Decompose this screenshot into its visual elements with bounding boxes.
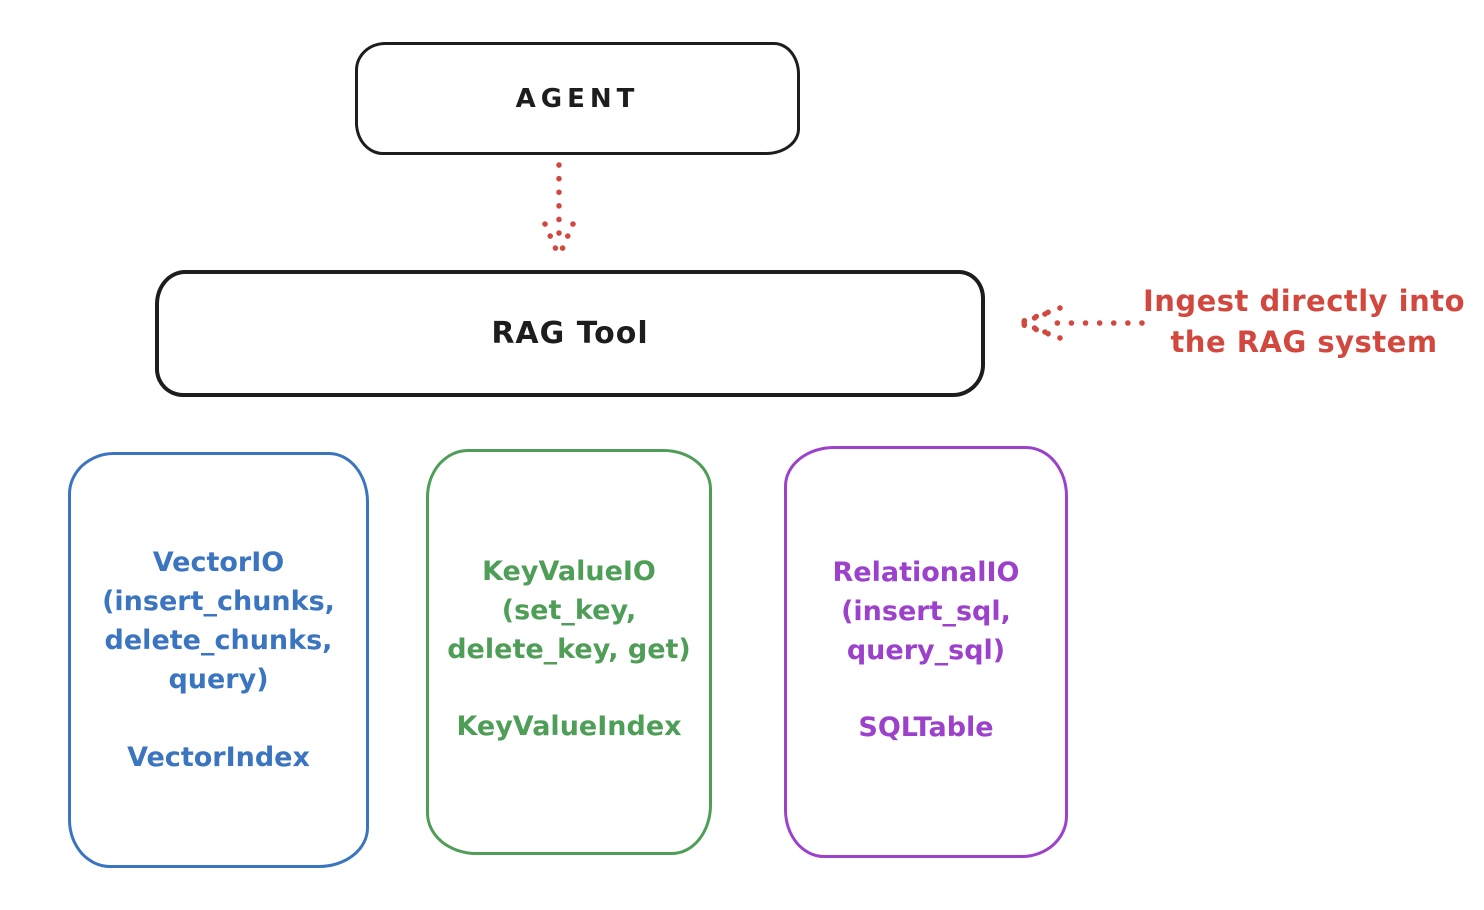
- ingest-annotation: Ingest directly into the RAG system: [1128, 281, 1480, 363]
- rag-tool-box: RAG Tool: [155, 270, 985, 397]
- backend-line: (insert_sql,: [841, 596, 1011, 627]
- backend-line: query): [168, 664, 269, 695]
- backend-line: (set_key,: [501, 595, 637, 626]
- relational-io-box: RelationalIO (insert_sql, query_sql) SQL…: [784, 446, 1068, 858]
- backend-line: query_sql): [846, 635, 1006, 666]
- agent-to-rag-arrow-icon: [542, 162, 576, 257]
- vector-io-box: VectorIO (insert_chunks, delete_chunks, …: [68, 452, 369, 868]
- rag-tool-label: RAG Tool: [491, 316, 649, 351]
- backend-line: (insert_chunks,: [102, 586, 335, 617]
- backend-line: delete_chunks,: [104, 625, 333, 656]
- relational-io-signature: RelationalIO (insert_sql, query_sql): [833, 553, 1020, 670]
- backend-line: delete_key, get): [447, 634, 691, 665]
- backend-line: KeyValueIO: [482, 556, 656, 587]
- ingest-arrow-icon: [1018, 305, 1145, 341]
- keyvalue-io-box: KeyValueIO (set_key, delete_key, get) Ke…: [426, 449, 712, 855]
- backend-line: RelationalIO: [832, 557, 1020, 588]
- agent-box: AGENT: [355, 42, 800, 155]
- vector-index-label: VectorIndex: [127, 742, 310, 773]
- sql-table-label: SQLTable: [858, 712, 994, 743]
- keyvalue-io-signature: KeyValueIO (set_key, delete_key, get): [447, 552, 691, 669]
- vector-io-signature: VectorIO (insert_chunks, delete_chunks, …: [102, 543, 335, 699]
- agent-label: AGENT: [515, 83, 640, 114]
- backend-line: VectorIO: [152, 547, 285, 578]
- ingest-annotation-line1: Ingest directly into: [1142, 284, 1466, 318]
- keyvalue-index-label: KeyValueIndex: [456, 711, 682, 742]
- ingest-annotation-line2: the RAG system: [1170, 325, 1438, 359]
